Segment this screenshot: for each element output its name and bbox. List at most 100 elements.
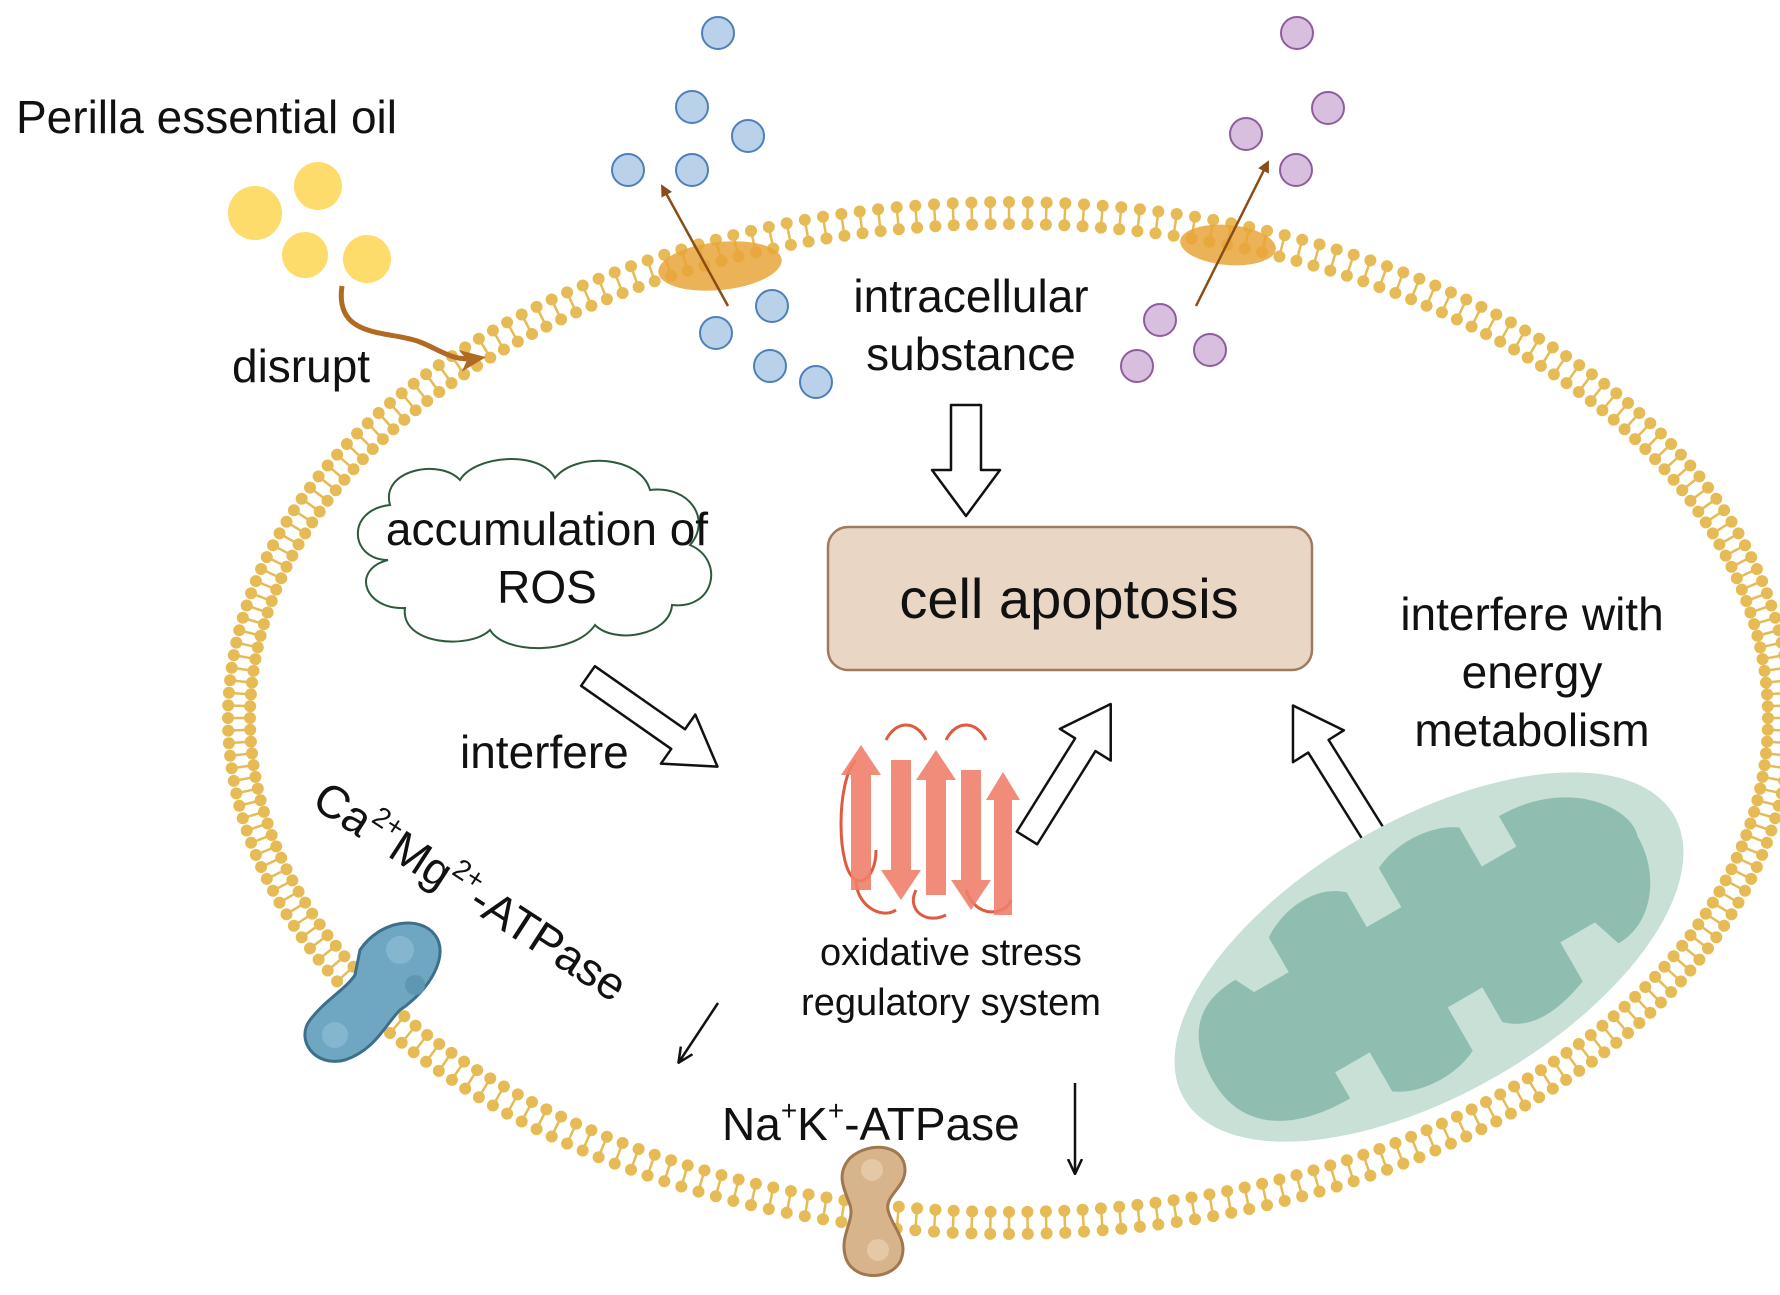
lipid-head [1699, 907, 1712, 920]
lipid-tail [1542, 1073, 1552, 1086]
lipid-tail [270, 870, 283, 878]
lipid-tail [1081, 1214, 1085, 1227]
lipid-tail [305, 926, 317, 936]
lipid-head [1465, 320, 1478, 333]
lipid-head [275, 851, 288, 864]
lipid-head [1094, 221, 1107, 234]
lipid-tail [247, 812, 260, 818]
lipid-head [780, 217, 793, 230]
lipid-head [1131, 1198, 1144, 1211]
lipid-head [632, 281, 645, 293]
lipid-tail [240, 642, 254, 648]
lipid-head [1622, 397, 1634, 409]
lipid-head [1152, 205, 1165, 218]
lipid-head [1725, 515, 1738, 528]
lipid-tail [260, 847, 273, 855]
lipid-head [1290, 254, 1303, 267]
lipid-head [1751, 794, 1764, 807]
lipid-tail [1729, 881, 1742, 890]
lipid-head [511, 1088, 524, 1101]
lipid-head [892, 1200, 905, 1213]
lipid-head [540, 320, 553, 333]
lipid-head [1560, 1073, 1573, 1086]
lipid-head [321, 494, 334, 507]
lipid-tail [1604, 396, 1615, 408]
lipid-head [1718, 504, 1731, 517]
lipid-head [1750, 563, 1763, 575]
lipid-tail [951, 208, 955, 221]
lipid-head [458, 1055, 471, 1068]
lipid-head [222, 712, 234, 724]
lipid-tail [1472, 310, 1481, 323]
lipid-head [395, 1036, 408, 1049]
lipid-tail [1693, 489, 1705, 499]
lipid-tail [234, 752, 248, 757]
lipid-tail [1709, 511, 1721, 521]
lipid-head [1450, 313, 1463, 326]
lipid-tail [1396, 1147, 1403, 1160]
lipid-tail [822, 221, 827, 234]
lipid-tail [1501, 1098, 1510, 1110]
lipid-head [1521, 1072, 1534, 1085]
lipid-tail [1667, 969, 1679, 979]
lipid-head [1405, 1130, 1418, 1143]
lipid-head [1152, 1218, 1165, 1231]
lipid-head [1373, 1143, 1386, 1155]
lipid-head [1167, 229, 1180, 242]
lipid-head [249, 848, 262, 861]
lipid-head [570, 306, 583, 319]
lipid-head [222, 737, 235, 750]
lipid-head [1413, 272, 1426, 285]
lipid-head [1261, 224, 1273, 237]
lipid-head [1347, 1175, 1360, 1188]
lipid-head [576, 279, 589, 292]
purple-particle [1279, 153, 1313, 187]
lipid-head [929, 220, 942, 233]
lipid-head [1761, 735, 1774, 748]
lipid-head [745, 224, 757, 237]
lipid-head [247, 664, 260, 677]
lipid-head [267, 539, 279, 552]
lipid-tail [1767, 654, 1780, 660]
lipid-head [249, 653, 262, 666]
lipid-tail [276, 881, 289, 890]
lipid-head [1765, 824, 1778, 837]
lipid-tail [1063, 208, 1067, 221]
lipid-tail [290, 904, 302, 913]
blue-particle [753, 349, 787, 383]
lipid-head [265, 829, 278, 841]
lipid-head [658, 248, 671, 261]
lipid-tail [480, 1082, 489, 1094]
lipid-head [798, 213, 811, 226]
lipid-tail [1693, 937, 1705, 947]
lipid-head [592, 1151, 605, 1164]
lipid-tail [255, 835, 268, 843]
lipid-head [1710, 492, 1723, 505]
lipid-head [1758, 759, 1771, 772]
lipid-head [1744, 606, 1757, 619]
lipid-tail [698, 1174, 705, 1188]
lipid-head [1435, 306, 1448, 319]
lipid-head [625, 260, 637, 273]
lipid-head [1094, 1202, 1107, 1215]
lipid-tail [1501, 326, 1510, 338]
lipid-head [1761, 688, 1774, 701]
lipid-tail [1604, 1028, 1615, 1040]
lipid-tail [283, 534, 295, 543]
lipid-head [784, 238, 797, 251]
lipid-head [484, 351, 497, 364]
lipid-tail [786, 1195, 792, 1209]
lipid-head [1307, 1164, 1320, 1177]
lipid-head [608, 266, 621, 279]
lipid-head [1021, 1227, 1034, 1240]
lipid-tail [290, 523, 302, 532]
lipid-tail [1330, 1169, 1337, 1183]
lipid-tail [270, 558, 283, 566]
lipid-head [1725, 560, 1738, 573]
lipid-head [1494, 335, 1507, 348]
lipid-head [1665, 438, 1678, 450]
lipid-head [600, 1130, 613, 1143]
lipid-head [1278, 1194, 1291, 1207]
lipid-head [1076, 1203, 1089, 1216]
lipid-tail [297, 915, 309, 925]
